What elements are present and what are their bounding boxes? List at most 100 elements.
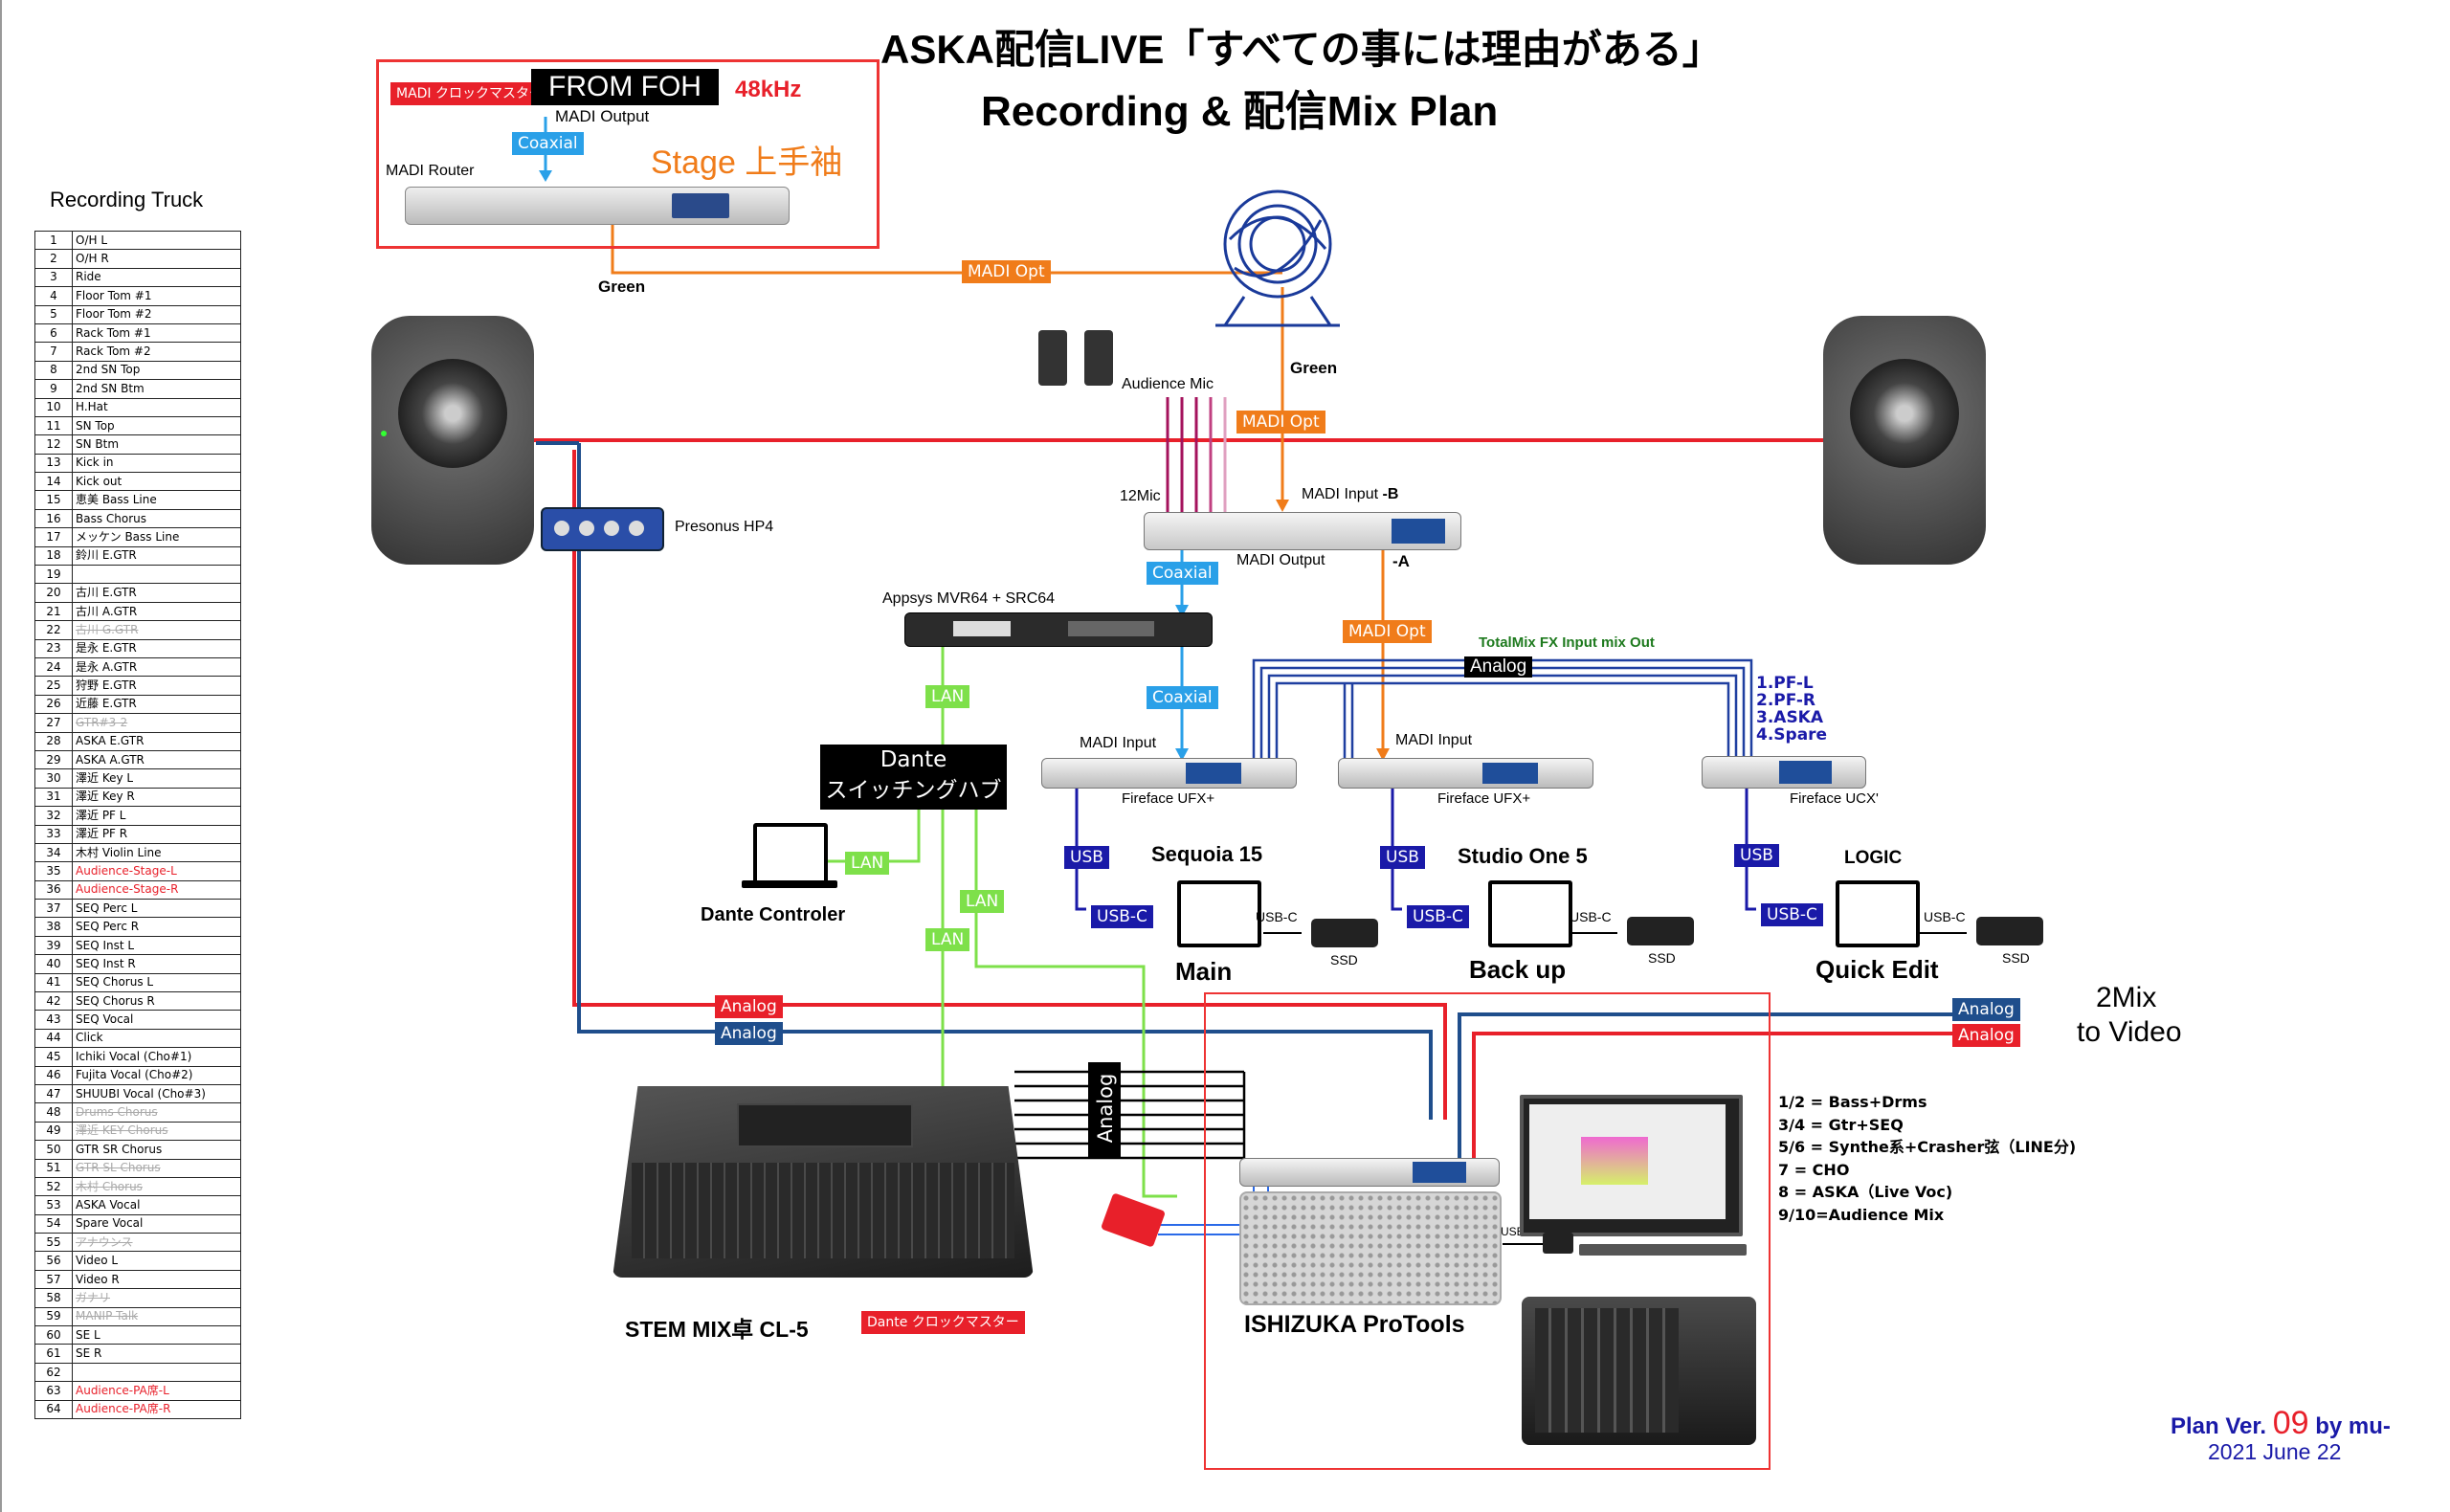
usbc-tag-2: USB-C (1407, 905, 1469, 928)
track-number: 41 (34, 972, 73, 993)
title-line-2: Recording & 配信Mix Plan (981, 88, 1499, 135)
backup-label: Back up (1469, 955, 1567, 984)
track-number: 39 (34, 935, 73, 956)
track-name: 狩野 E.GTR (72, 676, 241, 696)
track-name: 2nd SN Btm (72, 379, 241, 399)
track-number: 45 (34, 1047, 73, 1067)
coaxial-foh-tag: Coaxial (512, 132, 584, 155)
dante-hub-box: Dante スイッチングハブ (820, 745, 1007, 810)
track-name: アナウンス (72, 1233, 241, 1253)
track-number: 62 (34, 1362, 73, 1383)
audience-mic-label: Audience Mic (1122, 376, 1214, 392)
track-number: 60 (34, 1325, 73, 1345)
track-name: SEQ Vocal (72, 1010, 241, 1030)
track-name: GTR#3-2 (72, 713, 241, 733)
track-number: 4 (34, 286, 73, 306)
track-number: 59 (34, 1306, 73, 1327)
track-number: 34 (34, 842, 73, 863)
track-number: 40 (34, 954, 73, 974)
track-name: 澤近 PF L (72, 806, 241, 826)
laptop-main-icon (1177, 880, 1261, 947)
track-number: 7 (34, 342, 73, 362)
track-name: ASKA E.GTR (72, 731, 241, 751)
track-number: 48 (34, 1102, 73, 1123)
main-label: Main (1175, 957, 1233, 986)
pf-item: 1.PF-L (1756, 674, 1814, 693)
protools-area-box (1204, 992, 1771, 1470)
madi-opt-tag-3: MADI Opt (1343, 620, 1432, 643)
madi-output-foh-label: MADI Output (555, 107, 650, 125)
track-number: 17 (34, 527, 73, 547)
track-number: 44 (34, 1028, 73, 1049)
track-number: 5 (34, 304, 73, 324)
track-name: GTR SL Chorus (72, 1158, 241, 1178)
madi-clock-master-tag: MADI クロックマスター (390, 82, 549, 105)
lan-tag-3: LAN (960, 890, 1005, 913)
track-name: GTR SR Chorus (72, 1140, 241, 1160)
track-number: 47 (34, 1083, 73, 1104)
madi-input-label-1: MADI Input (1080, 735, 1157, 751)
pf-item: 2.PF-R (1756, 691, 1815, 710)
page-left-border (0, 0, 2, 1512)
track-name: Video L (72, 1251, 241, 1271)
track-name: 澤近 Key L (72, 768, 241, 789)
track-number: 25 (34, 676, 73, 696)
track-name: ガナリ (72, 1288, 241, 1308)
track-name: ASKA A.GTR (72, 749, 241, 770)
presonus-label: Presonus HP4 (675, 519, 774, 535)
track-number: 56 (34, 1251, 73, 1271)
track-number: 12 (34, 434, 73, 455)
track-number: 24 (34, 656, 73, 678)
track-name: SHUUBI Vocal (Cho#3) (72, 1083, 241, 1104)
track-number: 31 (34, 787, 73, 808)
stem-item: 3/4 = Gtr+SEQ (1778, 1115, 1904, 1134)
cl5-console (612, 1086, 1034, 1278)
analog-blue-tag-2: Analog (1952, 998, 2020, 1021)
lan-tag-1: LAN (925, 685, 970, 708)
track-number: 28 (34, 731, 73, 751)
red-2mix-cable (1472, 1032, 2010, 1187)
track-name: メッケン Bass Line (72, 527, 241, 547)
laptop-quickedit-icon (1836, 880, 1920, 947)
track-number: 50 (34, 1140, 73, 1160)
track-number: 16 (34, 508, 73, 529)
title-line-1: ASKA配信LIVE「すべての事には理由がある」 (880, 27, 1723, 72)
track-name: 2nd SN Top (72, 360, 241, 381)
protools-interface (1239, 1158, 1500, 1187)
ssd-label-3: SSD (2002, 950, 2030, 966)
track-number: 15 (34, 490, 73, 510)
pf-item: 4.Spare (1756, 725, 1828, 745)
audience-mic-right (1084, 330, 1113, 386)
track-name: Kick in (72, 453, 241, 474)
ssd-mac (1543, 1233, 1573, 1254)
plan-prefix: Plan Ver. (2171, 1413, 2267, 1439)
fiber-reel-icon (1215, 189, 1340, 327)
table-row: 62 (34, 1362, 241, 1383)
green-label-1: Green (598, 278, 646, 296)
track-name: Ichiki Vocal (Cho#1) (72, 1047, 241, 1067)
